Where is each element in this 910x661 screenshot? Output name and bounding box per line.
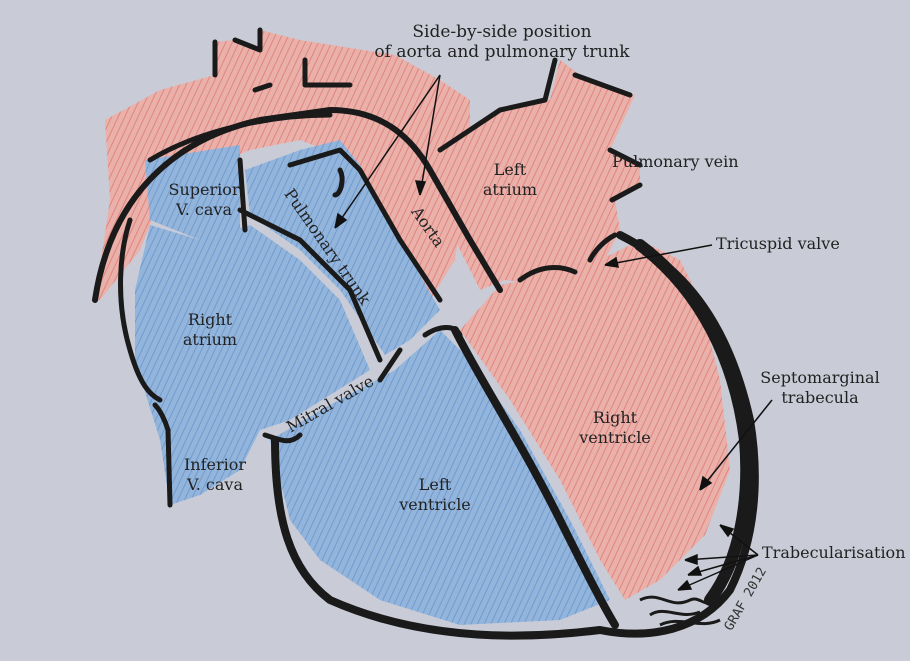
left-atrium-label: Left atrium xyxy=(470,160,550,200)
left-atrium-line1: Left xyxy=(470,160,550,180)
superior-vena-cava-label: Superior V. cava xyxy=(158,180,250,220)
left-ventricle-line1: Left xyxy=(390,475,480,495)
inferior-vena-cava-line2: V. cava xyxy=(170,475,260,495)
side-by-side-line1: Side-by-side position xyxy=(362,22,642,42)
left-ventricle-label: Left ventricle xyxy=(390,475,480,515)
tricuspid-valve-label: Tricuspid valve xyxy=(716,234,840,254)
side-by-side-label: Side-by-side position of aorta and pulmo… xyxy=(362,22,642,62)
side-by-side-line2: of aorta and pulmonary trunk xyxy=(362,42,642,62)
septomarginal-label: Septomarginal trabecula xyxy=(760,368,880,408)
right-ventricle-line1: Right xyxy=(570,408,660,428)
right-ventricle-line2: ventricle xyxy=(570,428,660,448)
right-atrium-line2: atrium xyxy=(170,330,250,350)
septomarginal-line1: Septomarginal xyxy=(760,368,880,388)
inferior-vena-cava-label: Inferior V. cava xyxy=(170,455,260,495)
left-ventricle-line2: ventricle xyxy=(390,495,480,515)
superior-vena-cava-line1: Superior xyxy=(158,180,250,200)
superior-vena-cava-line2: V. cava xyxy=(158,200,250,220)
right-atrium-line1: Right xyxy=(170,310,250,330)
pulmonary-vein-label: Pulmonary vein xyxy=(612,152,739,172)
left-atrium-line2: atrium xyxy=(470,180,550,200)
septomarginal-line2: trabecula xyxy=(760,388,880,408)
right-atrium-label: Right atrium xyxy=(170,310,250,350)
trabecularisation-label: Trabecularisation xyxy=(762,543,906,563)
right-ventricle-label: Right ventricle xyxy=(570,408,660,448)
inferior-vena-cava-line1: Inferior xyxy=(170,455,260,475)
